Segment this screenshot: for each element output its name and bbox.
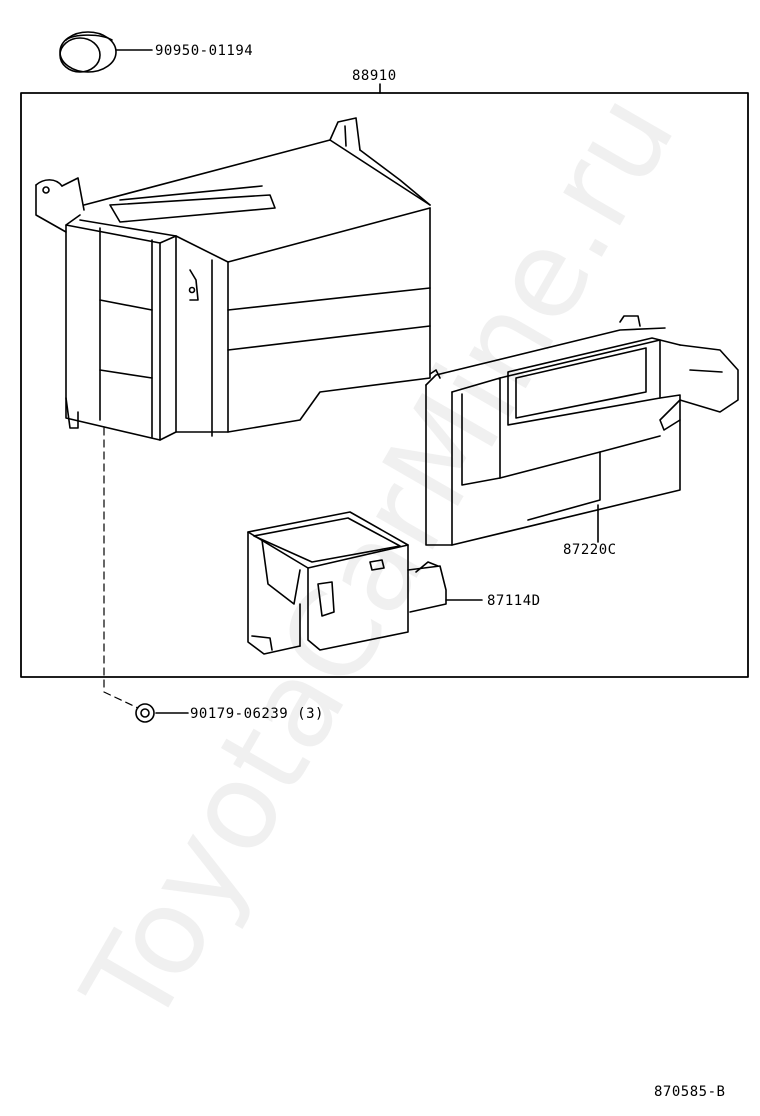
part-label-case: 87114D [487, 593, 541, 609]
housing-part [35, 117, 431, 441]
part-label-plug: 90950-01194 [155, 43, 254, 59]
figure-id: 870585-B [654, 1084, 726, 1100]
plug-part [59, 31, 153, 73]
bolt-dashed-line [103, 427, 139, 709]
nut-part [135, 703, 189, 723]
part-label-assembly: 88910 [352, 68, 397, 84]
duct-part [425, 315, 739, 546]
case-part [247, 511, 483, 655]
part-label-duct: 87220C [563, 542, 617, 558]
part-label-nut: 90179-06239 (3) [190, 706, 324, 722]
assembly-frame [20, 92, 749, 678]
